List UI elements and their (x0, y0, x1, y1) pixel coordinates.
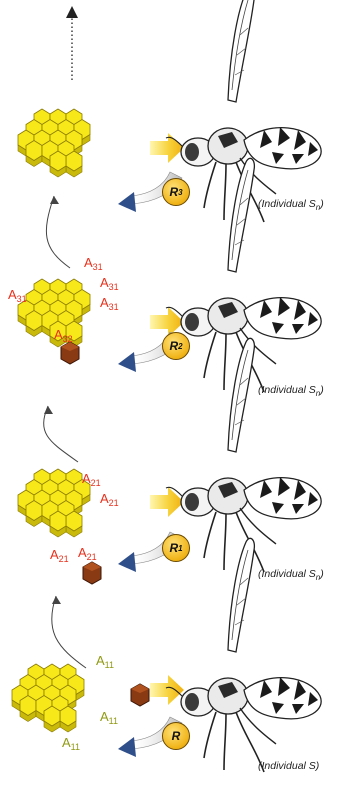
allele-label: A21 (100, 492, 119, 508)
arrow-head-icon (50, 196, 59, 204)
allele-label: A32 (54, 328, 73, 344)
allele-label: A11 (100, 710, 118, 726)
arrow-head-icon (44, 406, 53, 414)
allele-label: A31 (100, 276, 119, 292)
allele-label: A11 (96, 654, 114, 670)
level-transition-arrow (46, 196, 70, 268)
resource-index: 3 (178, 188, 182, 197)
allele-label: A11 (62, 736, 80, 752)
honeycomb-icon (18, 109, 90, 177)
arrow-head-icon (66, 6, 78, 18)
resource-index: 1 (178, 544, 182, 553)
yellow-arrow-icon (150, 675, 184, 705)
level-transition-arrow (52, 596, 86, 668)
individual-label: (Individual Sn) (258, 198, 324, 212)
brood-hexagon-icon (61, 342, 79, 364)
wasp-icon (166, 338, 321, 572)
brood-hexagon-icon (83, 562, 101, 584)
resource-index: 2 (178, 342, 182, 351)
arrow-head-icon (52, 596, 61, 604)
individual-label: (Individual Sn) (258, 568, 324, 582)
allele-label: A21 (82, 472, 101, 488)
brood-hexagon-icon (131, 684, 149, 706)
level-transition-arrow (44, 406, 78, 462)
yellow-arrow-icon (150, 487, 184, 517)
resource-letter: R (169, 185, 178, 199)
resource-circle: R (162, 722, 190, 750)
resource-letter: R (169, 541, 178, 555)
honeycomb-icon (18, 469, 90, 537)
allele-label: A21 (50, 548, 69, 564)
allele-label: A31 (8, 288, 27, 304)
allele-label: A31 (100, 296, 119, 312)
resource-letter: R (169, 339, 178, 353)
honeycomb-icon (12, 664, 84, 732)
allele-label: A21 (78, 546, 97, 562)
individual-label: (Individual Sn) (258, 384, 324, 398)
allele-label: A31 (84, 256, 103, 272)
resource-letter: R (172, 729, 181, 743)
individual-label: (Individual S) (258, 760, 319, 772)
